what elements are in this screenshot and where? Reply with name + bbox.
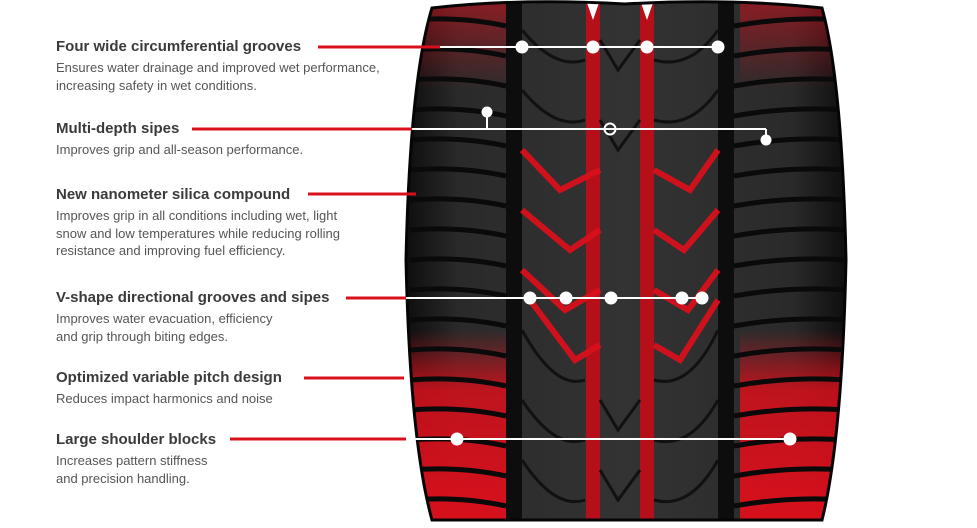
sipes-pattern — [520, 29, 720, 504]
tire-outline — [404, 0, 848, 522]
rib-notch-right — [640, 1, 654, 20]
shoulder-lug — [409, 406, 507, 419]
feature-silica-compound: New nanometer silica compound Improves g… — [56, 185, 416, 260]
shoulder-lug — [733, 136, 846, 149]
marker-dot — [675, 291, 689, 305]
shoulder-lug — [409, 346, 507, 359]
feature-title: Four wide circumferential grooves — [56, 38, 302, 55]
shoulder-lug — [409, 196, 507, 209]
groove-1 — [506, 1, 522, 520]
shoulder-lug — [733, 106, 846, 119]
feature-title: Optimized variable pitch design — [56, 369, 282, 386]
feature-description: Reduces impact harmonics and noise — [56, 391, 273, 406]
marker-dot — [515, 40, 529, 54]
shoulder-lug — [733, 346, 846, 359]
rib-notch-left — [586, 1, 600, 20]
feature-description: Improves grip in all conditions includin… — [56, 208, 340, 258]
feature-title: V-shape directional grooves and sipes — [56, 289, 330, 306]
marker-dot — [450, 432, 464, 446]
marker-dot — [783, 432, 797, 446]
shoulder-lug — [409, 106, 507, 119]
feature-v-shape-grooves: V-shape directional grooves and sipes Im… — [56, 288, 416, 345]
shoulder-lug — [409, 226, 507, 239]
marker-dot — [640, 40, 654, 54]
feature-description: Ensures water drainage and improved wet … — [56, 60, 380, 93]
shoulder-lug — [733, 286, 846, 299]
marker-dot — [523, 291, 537, 305]
shoulder-lug — [733, 376, 846, 389]
shoulder-lug — [409, 76, 507, 89]
marker-dot — [711, 40, 725, 54]
marker-dot — [604, 291, 618, 305]
shoulder-lug — [409, 376, 507, 389]
marker-dot — [559, 291, 573, 305]
groove-3 — [640, 1, 654, 520]
feature-title: Large shoulder blocks — [56, 431, 217, 448]
feature-multi-depth-sipes: Multi-depth sipes Improves grip and all-… — [56, 119, 416, 159]
leader-lines — [192, 40, 797, 446]
feature-variable-pitch: Optimized variable pitch design Reduces … — [56, 368, 416, 408]
groove-2 — [586, 1, 600, 520]
shoulder-lug — [409, 136, 507, 149]
shoulder-lug — [733, 196, 846, 209]
marker-dot — [603, 122, 617, 136]
groove-4 — [718, 1, 734, 520]
feature-title: New nanometer silica compound — [56, 186, 291, 203]
shoulder-lug — [733, 226, 846, 239]
marker-dot — [695, 291, 709, 305]
marker-dot — [760, 134, 772, 146]
shoulder-lug — [409, 256, 507, 269]
shoulder-lug — [733, 166, 846, 179]
shoulder-lug — [409, 286, 507, 299]
shoulder-top-tint-left — [406, 1, 506, 90]
v-groove-pattern-red — [519, 147, 721, 365]
shoulder-lug — [733, 256, 846, 269]
shoulder-lug — [733, 316, 846, 329]
shoulder-lug — [733, 406, 846, 419]
marker-dot — [586, 40, 600, 54]
feature-title: Multi-depth sipes — [56, 120, 180, 137]
shoulder-lug — [409, 316, 507, 329]
feature-description: Improves grip and all-season performance… — [56, 142, 304, 157]
feature-shoulder-blocks: Large shoulder blocks Increases pattern … — [56, 430, 416, 487]
shoulder-lug — [409, 166, 507, 179]
marker-dot — [481, 106, 493, 118]
feature-circumferential-grooves: Four wide circumferential grooves Ensure… — [56, 37, 416, 94]
